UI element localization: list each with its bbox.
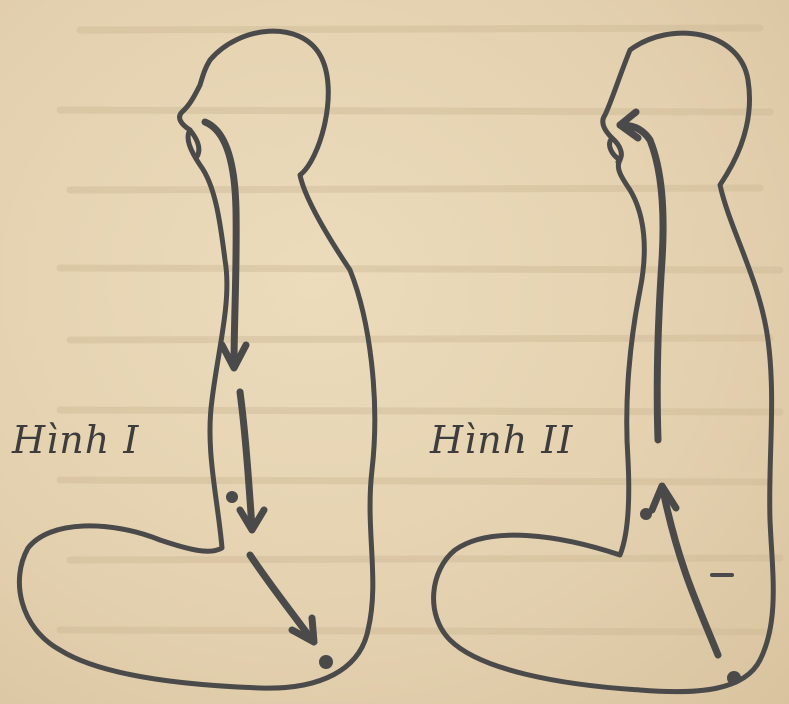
figure-2-label: Hình II [430,418,573,462]
figure-1-label: Hình I [12,418,139,462]
figure-2-arrow-2 [664,495,718,655]
figure-2-outline [434,33,774,692]
figure-2-dot-1 [640,508,652,520]
figure-2-dot-2 [727,671,741,685]
